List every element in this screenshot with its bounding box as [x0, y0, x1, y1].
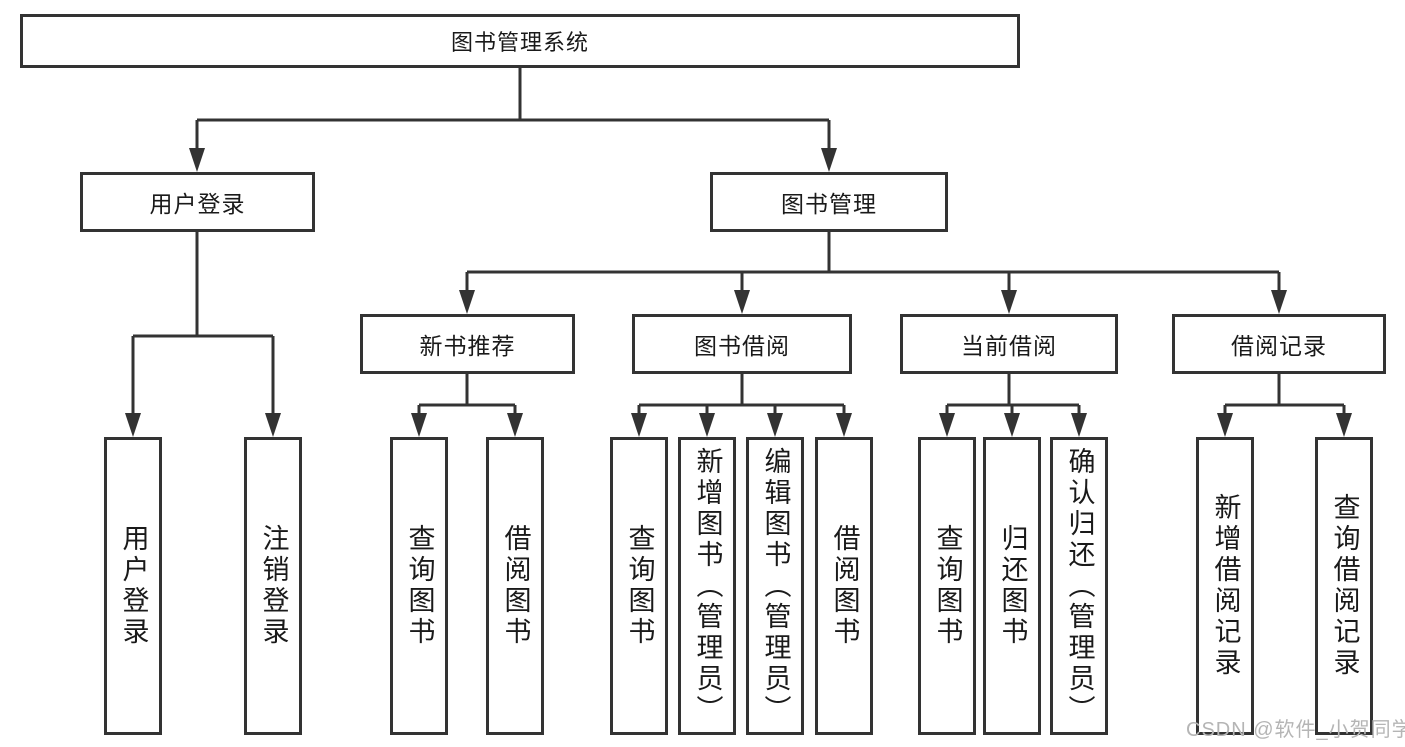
node-user-login: 用户登录 [80, 172, 315, 232]
node-label: 新增借阅记录 [1210, 493, 1241, 679]
node-label: 查询图书 [932, 524, 963, 648]
node-label: 借阅图书 [829, 524, 860, 648]
node-label: 编辑图书（管理员） [760, 446, 791, 726]
node-borrowing-records: 借阅记录 [1172, 314, 1386, 374]
leaf-confirm-return-admin: 确认归还（管理员） [1050, 437, 1108, 735]
node-label: 查询图书 [404, 524, 435, 648]
node-label: 借阅记录 [1231, 333, 1327, 359]
node-library-management-system: 图书管理系统 [20, 14, 1020, 68]
node-label: 新书推荐 [419, 333, 516, 359]
leaf-add-borrow-record: 新增借阅记录 [1196, 437, 1254, 735]
node-label: 图书管理 [781, 191, 877, 217]
node-label: 确认归还（管理员） [1064, 446, 1095, 726]
node-label: 图书管理系统 [450, 30, 589, 55]
leaf-logout: 注销登录 [244, 437, 302, 735]
leaf-borrow-books-recommend: 借阅图书 [486, 437, 544, 735]
node-book-borrowing: 图书借阅 [632, 314, 852, 374]
leaf-query-books-recommend: 查询图书 [390, 437, 448, 735]
node-new-book-recommendation: 新书推荐 [360, 314, 575, 374]
node-label: 用户登录 [118, 524, 149, 648]
node-label: 新增图书（管理员） [692, 446, 723, 726]
node-label: 图书借阅 [694, 333, 790, 359]
node-label: 查询借阅记录 [1329, 493, 1360, 679]
leaf-borrow-books: 借阅图书 [815, 437, 873, 735]
node-label: 当前借阅 [961, 333, 1057, 359]
leaf-user-login: 用户登录 [104, 437, 162, 735]
node-label: 用户登录 [149, 191, 246, 217]
leaf-return-books: 归还图书 [983, 437, 1041, 735]
node-current-borrowing: 当前借阅 [900, 314, 1118, 374]
node-label: 注销登录 [258, 524, 289, 648]
leaf-query-borrow-record: 查询借阅记录 [1315, 437, 1373, 735]
node-label: 查询图书 [624, 524, 655, 648]
csdn-watermark: CSDN @软件_小贺同学 [1186, 719, 1405, 741]
leaf-query-books-borrow: 查询图书 [610, 437, 668, 735]
leaf-add-book-admin: 新增图书（管理员） [678, 437, 736, 735]
node-book-management: 图书管理 [710, 172, 948, 232]
node-label: 借阅图书 [500, 524, 531, 648]
leaf-query-books-current: 查询图书 [918, 437, 976, 735]
leaf-edit-book-admin: 编辑图书（管理员） [746, 437, 804, 735]
arrowheads [125, 148, 1352, 437]
connector-lines [131, 68, 1346, 415]
node-label: 归还图书 [997, 524, 1028, 648]
